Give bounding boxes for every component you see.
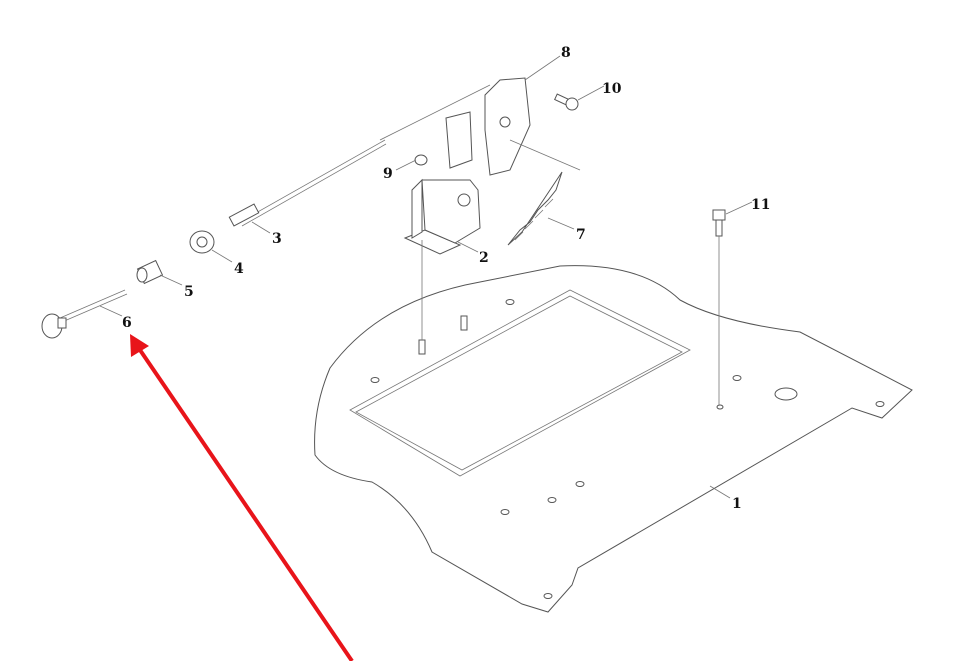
- callout-4: 4: [234, 261, 244, 277]
- bolt-10: [554, 93, 579, 111]
- callout-6: 6: [122, 315, 132, 331]
- bracket-2: [403, 178, 481, 340]
- callout-8: 8: [561, 45, 571, 61]
- callout-2: 2: [479, 250, 489, 266]
- base-plate: [314, 265, 913, 613]
- nut-9: [414, 154, 428, 166]
- bushing-5: [136, 259, 164, 285]
- callout-11: 11: [751, 197, 770, 213]
- spring-7: [507, 171, 563, 246]
- bracket-8: [379, 77, 581, 176]
- bolt-11: [712, 209, 726, 405]
- callout-9: 9: [383, 166, 393, 182]
- callout-7: 7: [576, 227, 586, 243]
- nut-4: [189, 230, 215, 254]
- callout-1: 1: [732, 496, 742, 512]
- callout-5: 5: [184, 284, 194, 300]
- knob-6: [41, 289, 128, 339]
- callout-3: 3: [272, 231, 282, 247]
- leader-lines: [99, 55, 753, 499]
- rod-3: [228, 139, 387, 227]
- red-arrow-icon: [130, 334, 354, 661]
- callout-10: 10: [602, 81, 622, 97]
